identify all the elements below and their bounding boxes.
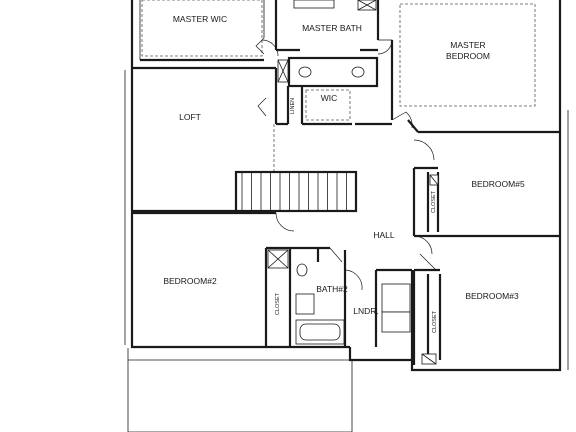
room-label-closet-bedroom5: CLOSET (431, 190, 437, 213)
room-label-wic: WIC (321, 93, 338, 103)
room-label-master-bedroom-2: BEDROOM (446, 51, 490, 61)
room-label-closet-bedroom2: CLOSET (275, 292, 281, 315)
porch-outline (124, 70, 569, 432)
room-label-master-wic: MASTER WIC (173, 14, 227, 24)
room-label-bath2: BATH#2 (316, 284, 348, 294)
room-label-hall: HALL (373, 230, 395, 240)
room-labels: MASTER WIC MASTER BATH MASTER BEDROOM LO… (163, 14, 525, 333)
room-label-loft: LOFT (179, 112, 201, 122)
fixtures (267, 0, 439, 365)
dryer-icon (381, 311, 411, 333)
interior-walls (132, 0, 560, 365)
room-label-closet-bedroom3: CLOSET (432, 310, 438, 333)
sink-icon (351, 66, 365, 78)
room-label-master-bath: MASTER BATH (302, 23, 362, 33)
tub-icon (293, 0, 335, 9)
door-swings (255, 37, 437, 291)
room-label-bedroom3: BEDROOM#3 (465, 291, 519, 301)
washer-icon (381, 283, 411, 313)
room-label-bedroom2: BEDROOM#2 (163, 276, 217, 286)
room-label-lndr: LNDR. (353, 306, 379, 316)
ceiling-outlines (141, 0, 536, 121)
sink-icon (298, 66, 312, 78)
room-label-master-bedroom-1: MASTER (450, 40, 485, 50)
room-label-bedroom5: BEDROOM#5 (471, 179, 525, 189)
sink-icon (295, 293, 315, 315)
stair-treads (241, 173, 347, 210)
exterior-walls (130, 0, 562, 372)
room-label-linen: LINEN (290, 98, 296, 114)
toilet-icon (296, 263, 308, 277)
